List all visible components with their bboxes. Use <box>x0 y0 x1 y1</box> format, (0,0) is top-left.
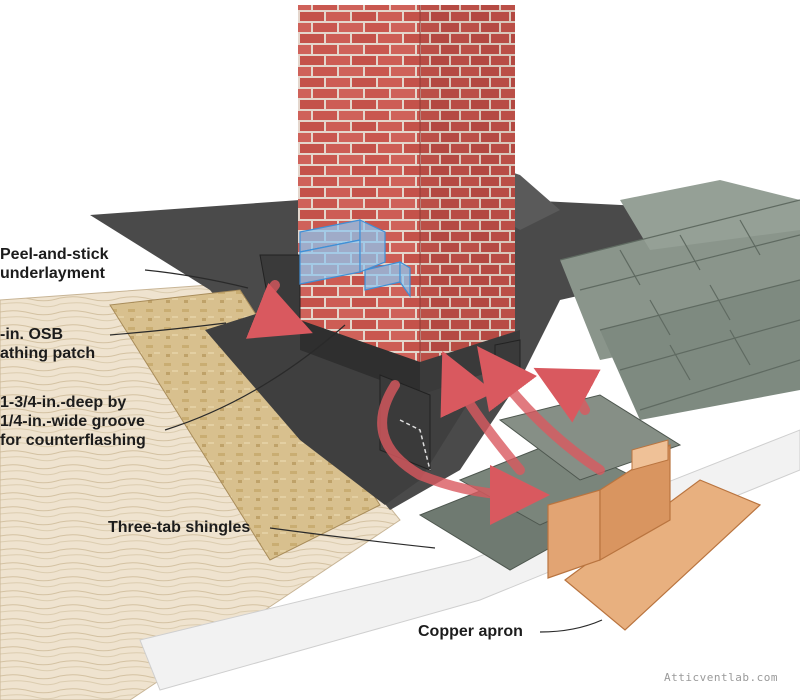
underlayment-label: Peel-and-stick underlayment <box>0 246 109 282</box>
copper-apron-label: Copper apron <box>418 623 523 640</box>
install-arrows <box>245 280 605 525</box>
watermark: Atticventlab.com <box>664 671 778 684</box>
chimney-side-face <box>420 5 515 375</box>
osb-patch-label: -in. OSB athing patch <box>0 326 96 362</box>
chimney-front-face <box>298 5 420 375</box>
shingles-label: Three-tab shingles <box>108 519 251 536</box>
groove-label: 1-3/4-in.-deep by 1/4-in.-wide groove fo… <box>0 394 146 449</box>
copper-apron <box>547 439 762 631</box>
callout-leaders <box>109 269 603 633</box>
shingle-field <box>559 180 800 420</box>
counterflashing <box>299 219 411 298</box>
